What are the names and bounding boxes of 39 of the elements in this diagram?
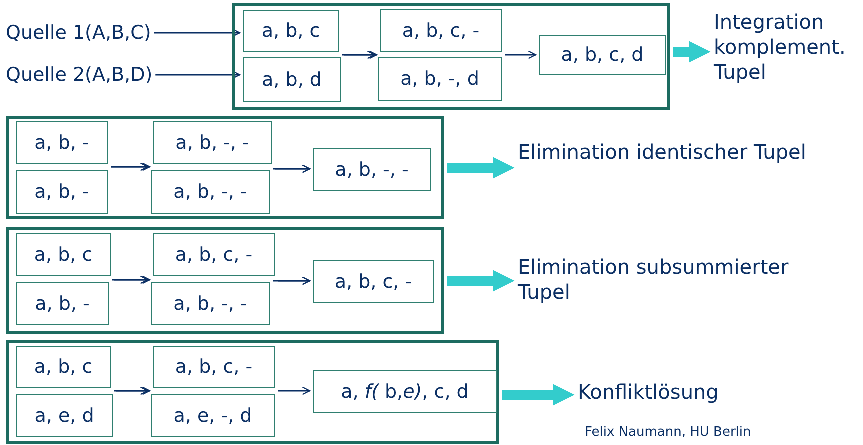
tuple-box: a, b, -, - [153, 121, 272, 164]
arrow [505, 50, 537, 60]
source-label: Quelle 1(A,B,C) [6, 18, 152, 48]
group-frame [6, 116, 444, 219]
tuple-box: a, b, - [16, 121, 108, 164]
tuple-box: a, b, c, - [153, 346, 275, 388]
source-label: Quelle 2(A,B,D) [6, 60, 153, 90]
tuple-box: a, b, - [16, 170, 108, 214]
tuple-box: a, e, -, d [151, 394, 275, 437]
tuple-box: a, b, c [16, 346, 111, 388]
group-frame [6, 340, 499, 444]
tuple-box: a, b, c, - [313, 260, 434, 303]
step-description: Integration komplement. Tupel [714, 10, 862, 85]
tuple-box: a, b, c [16, 233, 111, 276]
tuple-box: a, b, - [16, 282, 109, 325]
step-description: Elimination identischer Tupel [518, 140, 818, 165]
block-arrow [447, 157, 515, 179]
tuple-box: a, e, d [16, 394, 113, 437]
block-arrow [502, 384, 575, 406]
group-frame [232, 3, 670, 110]
group-frame [6, 227, 444, 334]
tuple-box: a, b, -, d [378, 57, 502, 101]
arrow [278, 386, 311, 396]
tuple-box: a, b, -, - [151, 170, 270, 214]
tuple-box: a, f( b,e), c, d [313, 370, 497, 413]
block-arrow [673, 41, 711, 63]
tuple-box: a, b, c, - [380, 9, 502, 52]
block-arrow [447, 270, 515, 292]
tuple-box: a, b, -, - [313, 148, 431, 191]
arrow [156, 70, 241, 80]
footer-note: Felix Naumann, HU Berlin [585, 425, 752, 440]
step-description: Konfliktlösung [578, 380, 778, 405]
tuple-box: a, b, -, - [151, 282, 270, 325]
tuple-box: a, b, c, d [539, 35, 666, 75]
arrow [154, 28, 241, 38]
tuple-box: a, b, c, - [153, 233, 275, 276]
step-description: Elimination subsummierter Tupel [518, 255, 818, 305]
tuple-box: a, b, c [243, 10, 339, 52]
tuple-box: a, b, d [243, 57, 341, 102]
